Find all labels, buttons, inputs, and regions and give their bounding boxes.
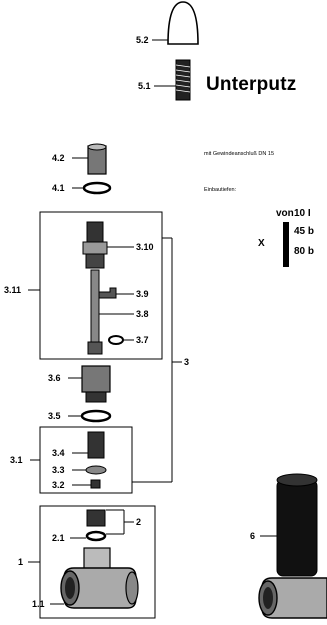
document-title: Unterputz xyxy=(206,74,297,95)
part-label-3-11: 3.11 xyxy=(4,285,22,295)
washer-3-3 xyxy=(85,465,107,475)
part-label-3-7: 3.7 xyxy=(136,335,149,345)
nut-3-2 xyxy=(90,479,101,489)
spindle-rod-3-8 xyxy=(90,269,100,343)
part-label-3-10: 3.10 xyxy=(136,242,154,252)
part-label-4-2: 4.2 xyxy=(52,153,65,163)
depth-row-2: 45 b xyxy=(294,226,315,237)
part-label-3-4: 3.4 xyxy=(52,448,65,458)
clip-3-9 xyxy=(98,287,117,299)
part-label-3-6: 3.6 xyxy=(48,373,61,383)
part-label-5-1: 5.1 xyxy=(138,81,151,91)
valve-body-1 xyxy=(60,547,139,609)
part-label-2: 2 xyxy=(136,517,142,527)
part-label-3-2: 3.2 xyxy=(52,480,65,490)
part-label-3-5: 3.5 xyxy=(48,411,61,421)
depth-bar xyxy=(283,222,289,267)
ring-part-4-1 xyxy=(82,181,112,195)
installation-depths-label: Einbautiefen: xyxy=(204,187,237,193)
depth-row-1: 10 I xyxy=(294,208,311,219)
part-label-3-1: 3.1 xyxy=(10,455,23,465)
part-label-5-2: 5.2 xyxy=(136,35,149,45)
depth-marker-x: X xyxy=(258,238,265,249)
fitting-2 xyxy=(86,509,106,527)
part-label-3: 3 xyxy=(184,357,190,367)
depth-von-label: von xyxy=(276,208,294,219)
o-ring-3-7 xyxy=(108,335,124,345)
part-label-2-1: 2.1 xyxy=(52,533,65,543)
part-label-3-9: 3.9 xyxy=(136,289,149,299)
part-label-1-1: 1.1 xyxy=(32,599,45,609)
part-label-4-1: 4.1 xyxy=(52,183,65,193)
depth-row-3: 80 b xyxy=(294,246,315,257)
cap-part-5-2 xyxy=(167,1,199,45)
insert-3-4 xyxy=(87,431,105,459)
part-label-3-3: 3.3 xyxy=(52,465,65,475)
part-label-6: 6 xyxy=(250,531,256,541)
washer-3-5 xyxy=(80,409,112,423)
box-3-11 xyxy=(39,211,163,360)
part-label-1: 1 xyxy=(18,557,24,567)
upper-thread-3-10 xyxy=(86,221,104,243)
assembled-valve-6 xyxy=(258,473,327,619)
nut-3-6 xyxy=(81,365,111,393)
part-label-3-8: 3.8 xyxy=(136,309,149,319)
ring-2-1 xyxy=(85,530,107,542)
connection-note: mit Gewindeanschluß DN 15 xyxy=(204,151,275,157)
